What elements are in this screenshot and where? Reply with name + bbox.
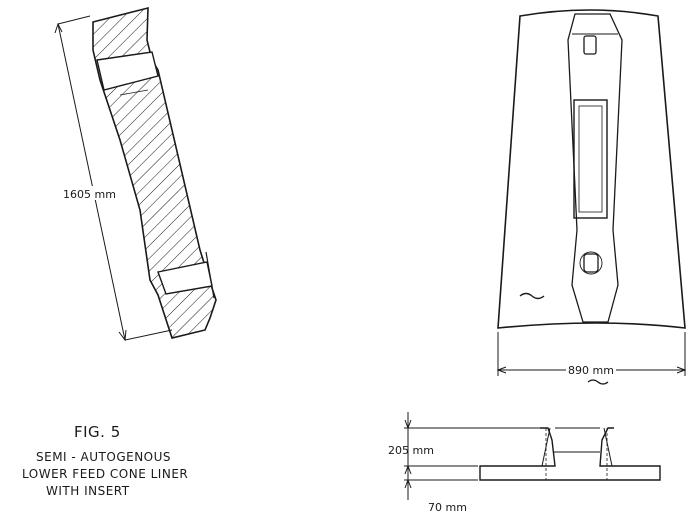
height-label: 205 mm (388, 444, 434, 457)
width-dimension (496, 332, 687, 376)
figure-title-line: LOWER FEED CONE LINER (22, 467, 189, 481)
bottom-slot (583, 253, 599, 273)
length-label: 1605 mm (63, 188, 116, 201)
top-slot (583, 35, 597, 55)
plan-view: 890 mm (496, 9, 687, 385)
upper-insert-pocket (96, 51, 159, 91)
thickness-label: 70 mm (428, 501, 467, 514)
mark-symbol-dim (587, 379, 609, 385)
length-dimension (54, 15, 173, 342)
figure-title-line: SEMI - AUTOGENOUS (36, 450, 172, 464)
end-view: 205 mm 70 mm (388, 412, 661, 514)
mark-symbol-left (519, 292, 545, 300)
liner-section (92, 6, 217, 339)
height-dimension (404, 412, 540, 500)
liner-outline (497, 9, 686, 329)
figure-title-line: WITH INSERT (46, 484, 130, 498)
end-profile (479, 427, 661, 481)
figure-number: FIG. 5 (74, 423, 121, 441)
insert-window (573, 99, 608, 219)
section-view: 1605 mm (54, 6, 217, 342)
width-label: 890 mm (568, 364, 614, 377)
